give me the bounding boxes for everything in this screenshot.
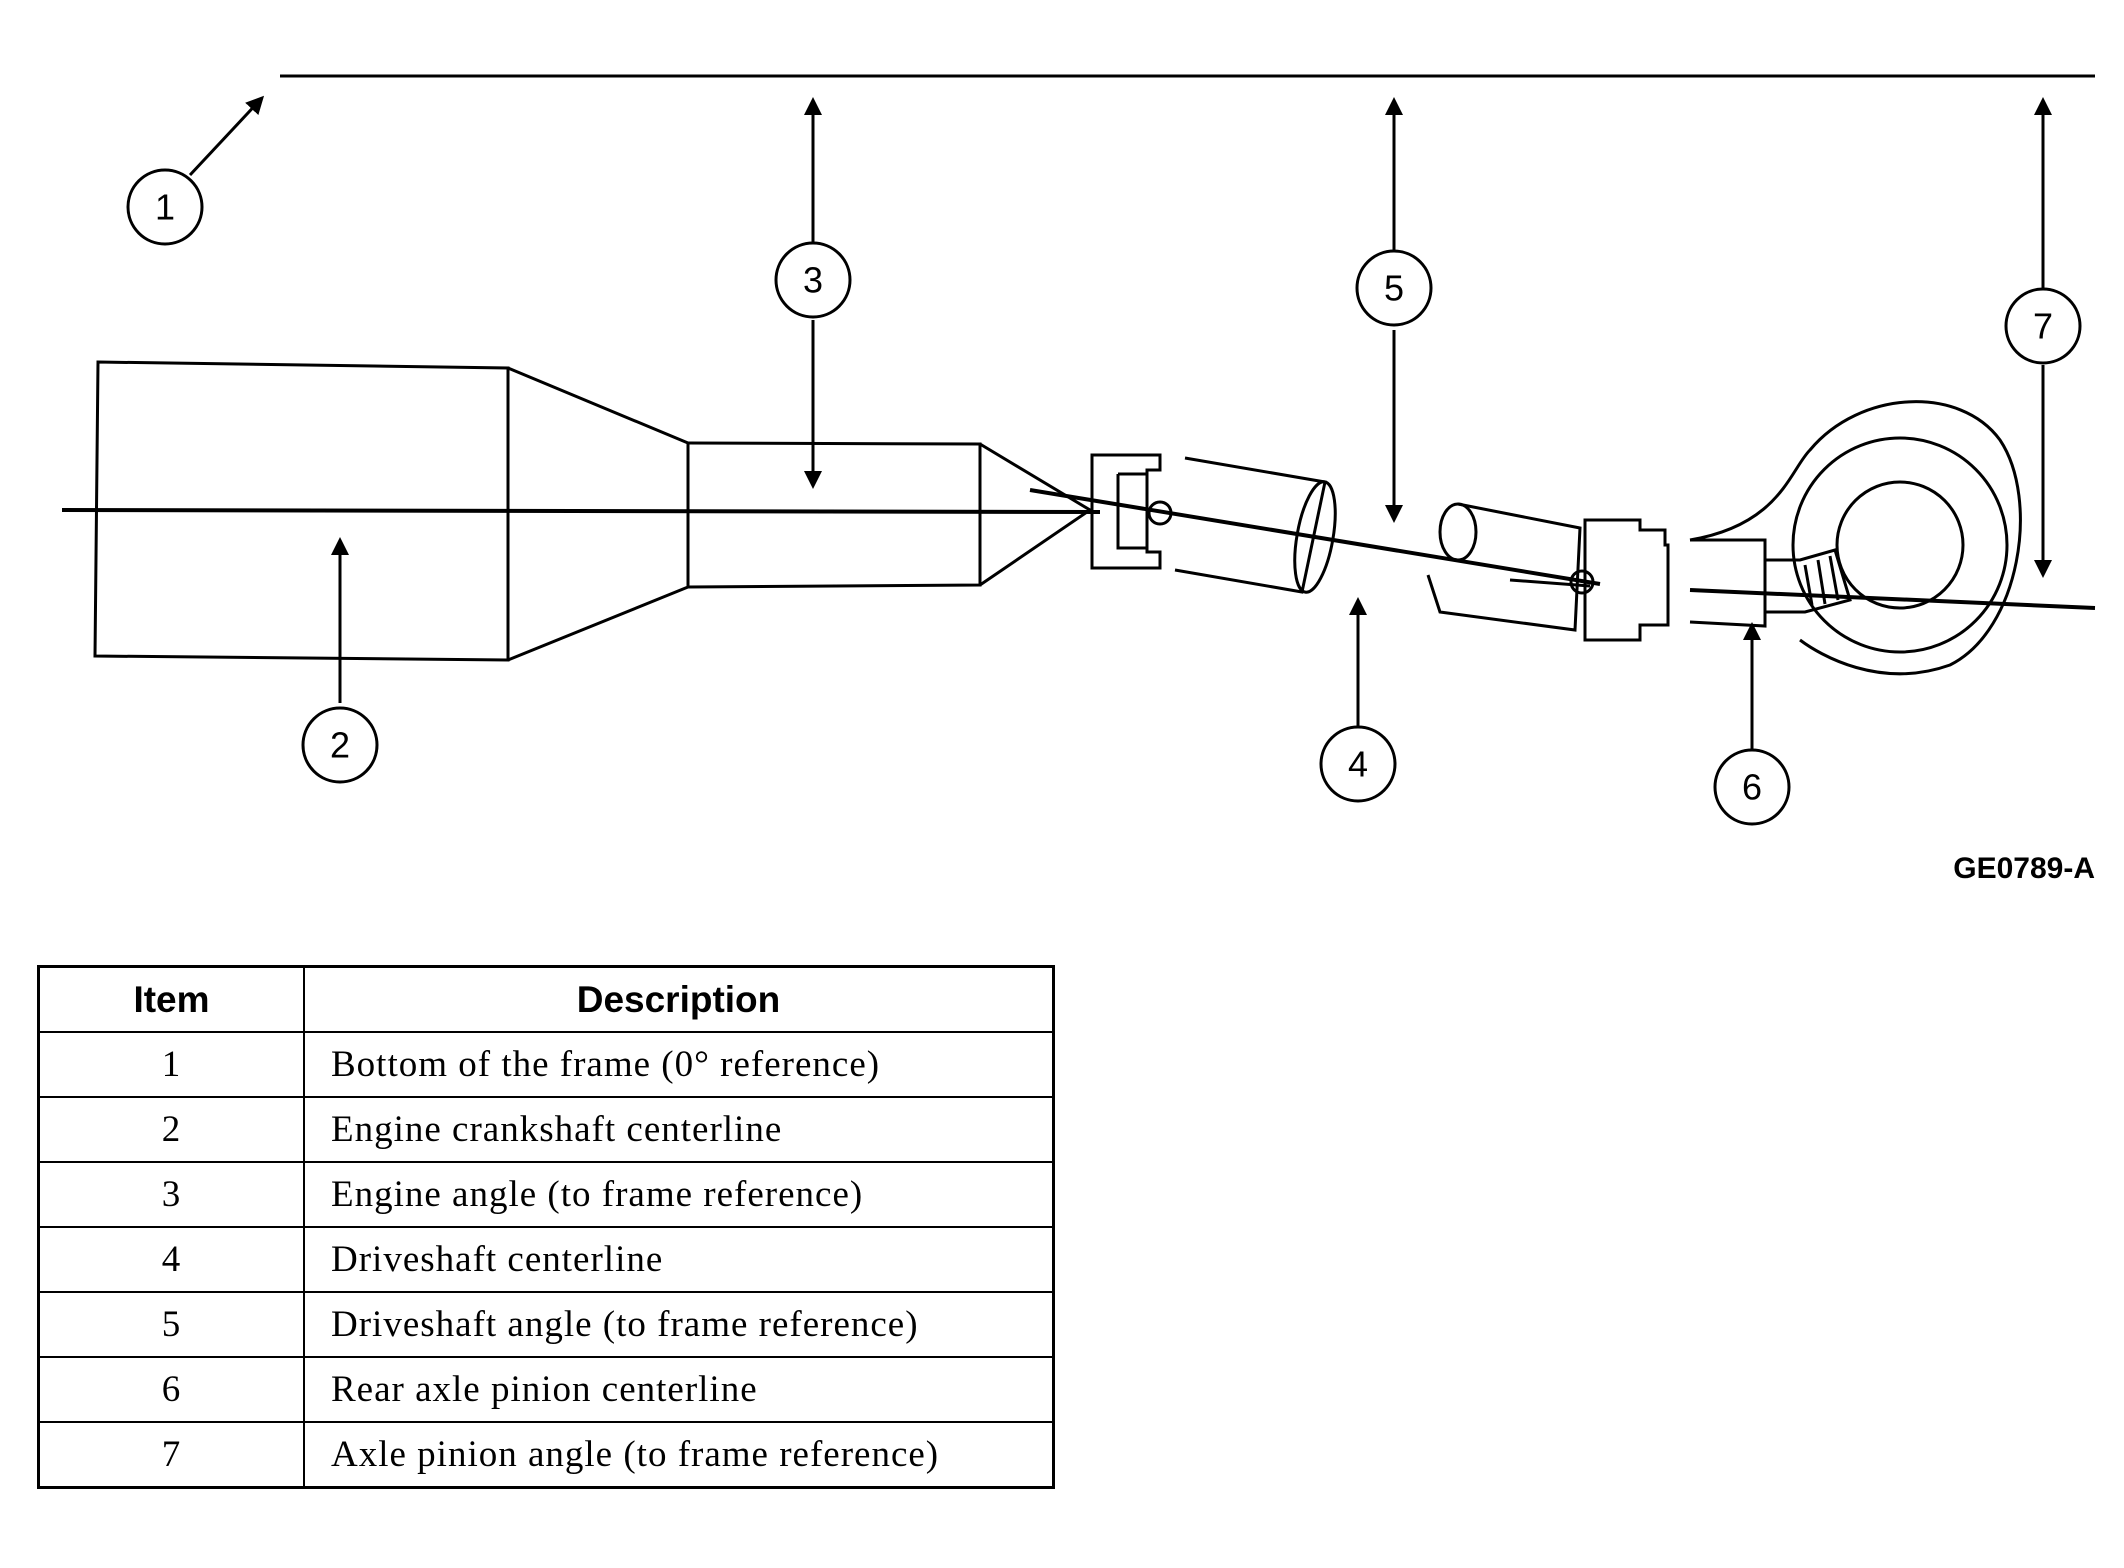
legend-description: Rear axle pinion centerline [303, 1356, 1055, 1423]
driveshaft-centerline [1029, 488, 1601, 586]
table-row: 5 Driveshaft angle (to frame reference) [37, 1291, 1055, 1358]
driveline-angle-diagram: 1 2 3 4 5 6 7 [61, 74, 2096, 826]
callout-3-label: 3 [803, 260, 823, 301]
callout-2-label: 2 [330, 725, 350, 766]
callout-4-label: 4 [1348, 744, 1368, 785]
rear-axle-housing [1689, 400, 2022, 676]
legend-table: Item Description 1 Bottom of the frame (… [37, 965, 1055, 1489]
legend-description: Engine angle (to frame reference) [303, 1161, 1055, 1228]
legend-header-description: Description [303, 965, 1055, 1033]
crankshaft-centerline [61, 508, 1101, 514]
legend-item: 2 [37, 1096, 305, 1163]
legend-description: Axle pinion angle (to frame reference) [303, 1421, 1055, 1489]
figure-code: GE0789-A [1953, 852, 2095, 885]
legend-item: 3 [37, 1161, 305, 1228]
callout-3 [774, 241, 852, 319]
callout-1 [126, 168, 204, 246]
callout-5-label: 5 [1384, 268, 1404, 309]
callout-6 [1713, 748, 1791, 826]
table-row: 1 Bottom of the frame (0° reference) [37, 1031, 1055, 1098]
table-row: 4 Driveshaft centerline [37, 1226, 1055, 1293]
legend-item: 7 [37, 1421, 305, 1489]
table-row: 6 Rear axle pinion centerline [37, 1356, 1055, 1423]
table-row: 3 Engine angle (to frame reference) [37, 1161, 1055, 1228]
callout-7 [2004, 287, 2082, 365]
legend-item: 6 [37, 1356, 305, 1423]
table-row: 7 Axle pinion angle (to frame reference) [37, 1421, 1055, 1489]
callout-2 [301, 706, 379, 784]
callout-4 [1319, 725, 1397, 803]
legend-item: 1 [37, 1031, 305, 1098]
callout-6-label: 6 [1742, 767, 1762, 808]
legend-description: Bottom of the frame (0° reference) [303, 1031, 1055, 1098]
pinion-centerline [1689, 588, 2096, 610]
legend-description: Driveshaft angle (to frame reference) [303, 1291, 1055, 1358]
callout-5 [1355, 249, 1433, 327]
table-row: 2 Engine crankshaft centerline [37, 1096, 1055, 1163]
legend-description: Engine crankshaft centerline [303, 1096, 1055, 1163]
legend-item: 5 [37, 1291, 305, 1358]
legend-item: 4 [37, 1226, 305, 1293]
legend-header-row: Item Description [37, 965, 1055, 1033]
legend-header-item: Item [37, 965, 305, 1033]
callout-1-label: 1 [155, 187, 175, 228]
callout-7-label: 7 [2033, 306, 2053, 347]
legend-description: Driveshaft centerline [303, 1226, 1055, 1293]
